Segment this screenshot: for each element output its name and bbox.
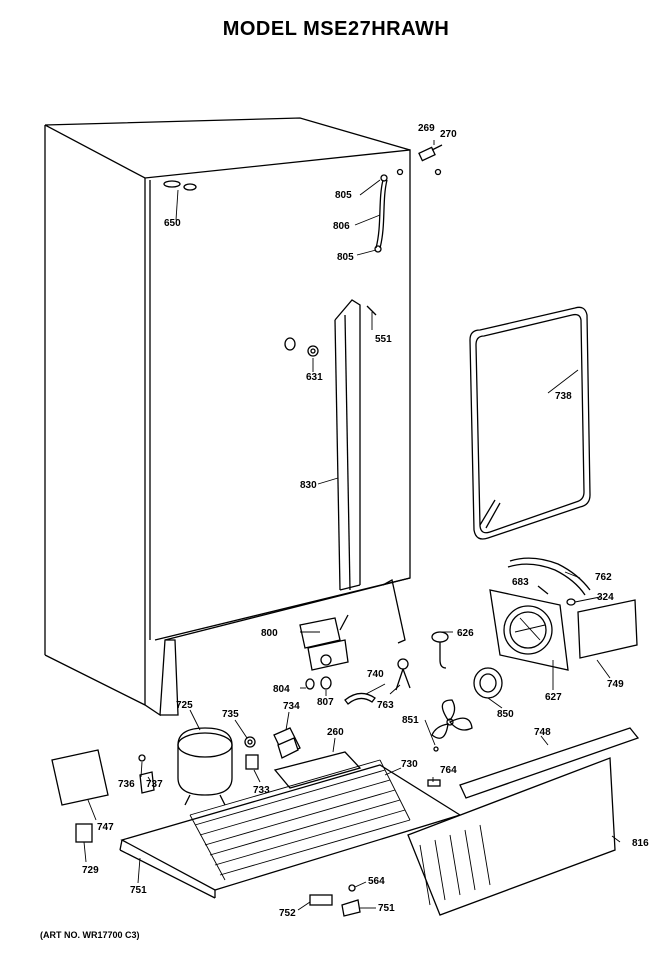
label-735: 735: [222, 709, 239, 720]
part-551-screw: [366, 305, 377, 316]
label-736: 736: [118, 779, 135, 790]
part-752: [309, 894, 333, 906]
art-number: (ART NO. WR17700 C3): [40, 930, 140, 940]
label-260: 260: [327, 727, 344, 738]
label-749: 749: [607, 679, 624, 690]
part-762: [507, 563, 586, 596]
label-740: 740: [367, 669, 384, 680]
label-738: 738: [555, 391, 572, 402]
label-748: 748: [534, 727, 551, 738]
part-800-valve: [299, 614, 349, 671]
part-260: [273, 751, 362, 789]
part-725-compressor: [177, 727, 233, 806]
part-730-condenser: [189, 759, 411, 881]
part-816-grille: [407, 757, 616, 916]
label-830: 830: [300, 480, 317, 491]
leader-lines: [83, 179, 621, 911]
label-850: 850: [497, 709, 514, 720]
part-733: [245, 754, 259, 770]
label-729: 729: [82, 865, 99, 876]
part-737: [139, 771, 155, 794]
label-751a: 751: [130, 885, 147, 896]
part-804: [305, 678, 315, 690]
part-labels: 269 270 805 806 805 650 551 631 738 830 …: [82, 123, 649, 919]
part-269-270: [418, 140, 443, 176]
part-734-bracket: [273, 727, 301, 759]
label-551: 551: [375, 334, 392, 345]
label-807: 807: [317, 697, 334, 708]
part-806-tube: [374, 174, 388, 253]
label-747: 747: [97, 822, 114, 833]
label-733: 733: [253, 785, 270, 796]
label-737: 737: [146, 779, 163, 790]
part-763: [395, 658, 411, 691]
label-752: 752: [279, 908, 296, 919]
label-650: 650: [164, 218, 181, 229]
label-763: 763: [377, 700, 394, 711]
label-751b: 751: [378, 903, 395, 914]
part-850-motor: [473, 667, 503, 699]
part-749-board: [577, 599, 638, 659]
label-683: 683: [512, 577, 529, 588]
part-748-strip: [459, 727, 640, 799]
part-740: [344, 692, 376, 705]
label-800: 800: [261, 628, 278, 639]
label-762: 762: [595, 572, 612, 583]
part-627-shroud: [489, 589, 569, 671]
part-735: [244, 736, 256, 748]
label-564: 564: [368, 876, 385, 887]
part-736: [138, 754, 146, 762]
diagram-title: MODEL MSE27HRAWH: [222, 18, 450, 40]
label-725: 725: [176, 700, 193, 711]
part-751-clip: [341, 899, 361, 917]
label-730: 730: [401, 759, 418, 770]
label-631: 631: [306, 372, 323, 383]
part-683: [537, 585, 549, 595]
label-804: 804: [273, 684, 290, 695]
part-764: [427, 779, 441, 787]
part-851-fan-blade: [431, 699, 473, 752]
label-627: 627: [545, 692, 562, 703]
cabinet: [44, 117, 411, 717]
label-806: 806: [333, 221, 350, 232]
label-851: 851: [402, 715, 419, 726]
part-747-cover: [51, 749, 109, 806]
label-764: 764: [440, 765, 457, 776]
part-729: [75, 823, 93, 843]
part-807: [320, 676, 332, 690]
part-738-gasket: [469, 306, 591, 540]
part-626: [431, 631, 449, 669]
label-734: 734: [283, 701, 300, 712]
part-324: [566, 598, 576, 606]
part-830-channel: [334, 299, 361, 591]
label-816: 816: [632, 838, 649, 849]
part-631: [307, 345, 319, 357]
label-626: 626: [457, 628, 474, 639]
label-805b: 805: [337, 252, 354, 263]
label-805a: 805: [335, 190, 352, 201]
label-269: 269: [418, 123, 435, 134]
label-324: 324: [597, 592, 614, 603]
label-270: 270: [440, 129, 457, 140]
part-564: [348, 884, 356, 892]
